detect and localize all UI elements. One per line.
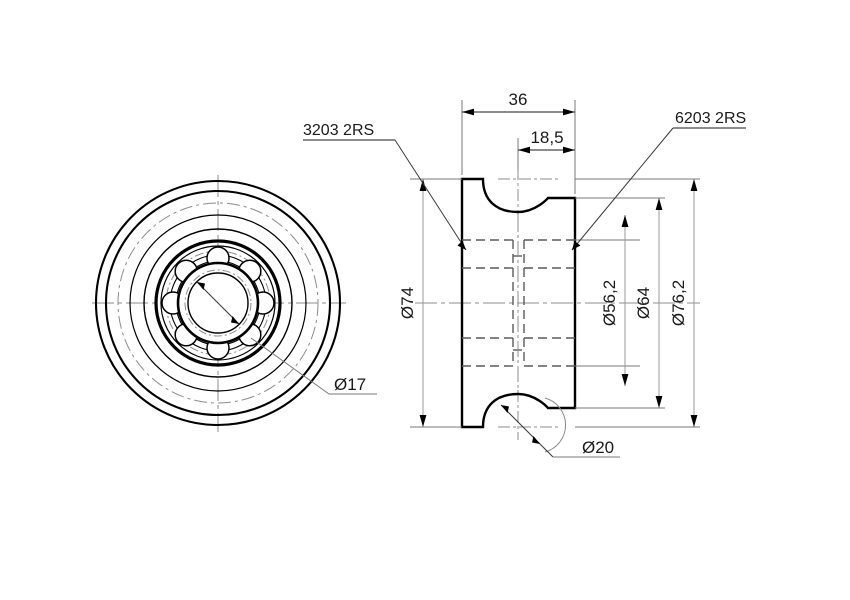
dim-arrow-185-left <box>518 146 530 154</box>
front-circle-outer-flange <box>94 179 342 427</box>
callout-3203-2rs-label: 3203 2RS <box>303 122 374 139</box>
front-circle-bore-dashdot <box>184 269 252 337</box>
dim-d20-label: Ø20 <box>582 438 614 457</box>
callout-6203-2rs-label: 6203 2RS <box>675 110 746 127</box>
right-dimensions: Ø56,2 Ø64 Ø76,2 <box>575 178 700 428</box>
dim-arrow-20-end <box>532 436 540 444</box>
section-hidden-lines <box>462 239 575 367</box>
callout-3203-arrow <box>457 240 466 250</box>
dim-arrow-762-bottom <box>690 415 698 427</box>
dim-arrow-185-right <box>563 146 575 154</box>
dim-d20-group: Ø20 <box>500 397 620 458</box>
top-dimensions: 36 18,5 <box>461 90 576 194</box>
front-circle-bearing-housing <box>154 239 282 367</box>
dim-arrow-74-bottom <box>419 415 427 427</box>
dim-d64-label: Ø64 <box>634 287 653 319</box>
dim-arrow-64-bottom <box>655 396 663 408</box>
dim-arrow-64-top <box>655 198 663 210</box>
dim-d76-2-label: Ø76,2 <box>669 280 688 326</box>
dim-36-label: 36 <box>509 90 528 109</box>
left-dimensions: Ø74 <box>398 178 462 428</box>
front-circle-bore <box>187 272 249 334</box>
dim-d74-label: Ø74 <box>398 287 417 319</box>
callout-6203-arrow <box>572 241 581 250</box>
callout-3203-leader <box>394 139 467 251</box>
dim-185-label: 18,5 <box>530 128 563 147</box>
callout-3203-2rs-group: 3203 2RS <box>303 122 467 251</box>
dim-arrow-36-right <box>563 108 575 116</box>
callout-6203-leader <box>571 127 674 251</box>
callout-6203-2rs-group: 6203 2RS <box>571 110 746 251</box>
dim-arrow-562-bottom <box>621 374 629 386</box>
dim-arrow-36-left <box>462 108 474 116</box>
front-circle-hub-outer <box>143 228 293 378</box>
dim-d20-arc <box>544 397 567 453</box>
dim-d20-arrow-line <box>500 404 554 458</box>
dim-d17-label: Ø17 <box>334 375 366 394</box>
dim-arrow-20-start <box>501 405 509 413</box>
front-circle-bearing-outer-race <box>160 245 276 361</box>
front-circle-flange-inner <box>104 189 332 417</box>
dim-d56-2-label: Ø56,2 <box>600 280 619 326</box>
dim-arrow-562-top <box>621 215 629 227</box>
dim-arrow-762-top <box>690 179 698 191</box>
dim-d17-arrow <box>196 281 240 325</box>
front-circle-groove-root <box>129 214 307 392</box>
dim-arrow-74-top <box>419 179 427 191</box>
front-circle-groove-dashdot <box>117 202 319 404</box>
dim-d17-leader <box>250 337 377 395</box>
front-view: Ø17 <box>92 175 377 432</box>
